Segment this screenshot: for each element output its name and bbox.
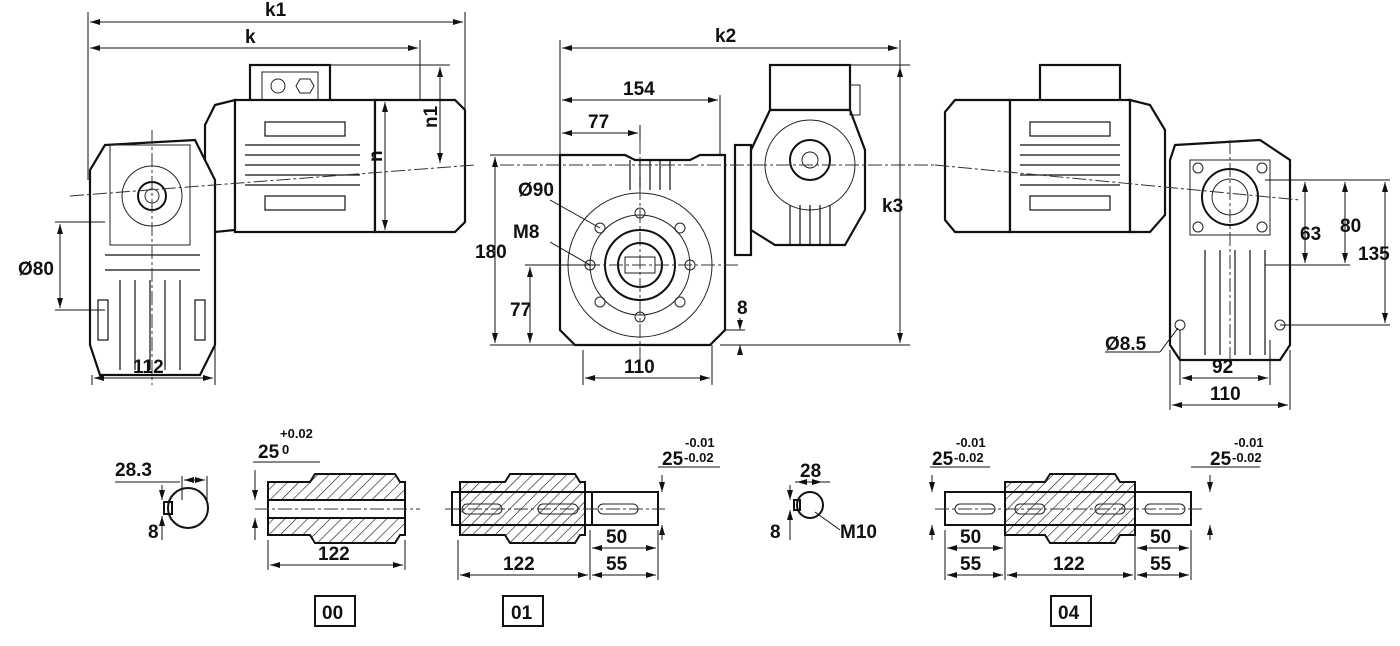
dim-shaft-diameter: Ø80	[18, 259, 54, 280]
front-view: k2 154 77 k3 180 77 8 110 Ø90 M8	[475, 26, 935, 385]
dim-hole-diameter: Ø8.5	[1105, 334, 1147, 355]
dim-length-00: 122	[318, 544, 350, 565]
shaft-details: 28.3 8 25 +0.02 0 122	[115, 426, 1264, 627]
dim-width-112: 112	[133, 357, 164, 378]
dim-key-28-3: 28.3	[115, 460, 152, 481]
motor-body-right	[1008, 98, 1132, 234]
dim-77-side: 77	[510, 300, 531, 321]
dim-n: n	[366, 150, 387, 162]
dim-key-28: 28	[800, 461, 821, 482]
dim-k: k	[245, 27, 256, 48]
dim-shaft04-left-tol-lower: -0.02	[954, 450, 984, 465]
left-side-view: k1 k n1 n Ø80 112	[18, 0, 476, 385]
keyway-section-left	[167, 487, 209, 529]
dim-key-04-right: 50	[1150, 527, 1171, 548]
gearbox-front	[558, 153, 727, 347]
dim-ext-04-right: 55	[1150, 554, 1172, 575]
dim-thread-m8: M8	[513, 222, 539, 243]
dim-length-04: 122	[1053, 554, 1085, 575]
keyway-section-right	[796, 491, 824, 519]
dim-shaft04-right-tol-upper: -0.01	[1234, 435, 1264, 450]
dim-key-01: 50	[606, 527, 627, 548]
dim-shaft01-tol-upper: -0.01	[685, 435, 715, 450]
dim-key-8-right: 8	[770, 522, 781, 543]
dim-77-top: 77	[588, 112, 609, 133]
dim-length-01: 122	[503, 554, 535, 575]
motor-fan-cover	[373, 98, 467, 234]
dim-bolt-circle: Ø90	[518, 180, 554, 201]
motor-flange-front	[733, 143, 753, 257]
dim-180: 180	[475, 242, 507, 263]
dim-ext-01: 55	[606, 554, 628, 575]
dim-8: 8	[737, 298, 748, 319]
dim-63: 63	[1300, 224, 1321, 245]
dim-bore-tol-upper: +0.02	[280, 426, 313, 441]
dim-bore-nominal: 25	[258, 442, 280, 463]
dim-92: 92	[1212, 357, 1233, 378]
motor-front	[749, 108, 867, 247]
dim-thread-m10: M10	[840, 522, 877, 543]
dim-ext-04-left: 55	[960, 554, 982, 575]
dim-shaft01-tol-lower: -0.02	[684, 450, 714, 465]
dim-80: 80	[1340, 216, 1361, 237]
terminal-box-front	[768, 63, 852, 112]
dim-shaft04-left-nominal: 25	[932, 449, 954, 470]
dim-110-right: 110	[1210, 384, 1241, 405]
dim-k2: k2	[715, 26, 736, 47]
dim-110-front: 110	[624, 357, 655, 378]
dim-shaft04-left-tol-upper: -0.01	[956, 435, 986, 450]
dim-n1: n1	[421, 105, 442, 128]
motor-body	[233, 98, 377, 234]
variant-label-00: 00	[322, 603, 343, 624]
dim-154: 154	[623, 79, 655, 100]
variant-label-01: 01	[511, 603, 533, 624]
dim-shaft04-right-tol-lower: -0.02	[1232, 450, 1262, 465]
variant-label-04: 04	[1058, 603, 1080, 624]
dim-bore-tol-lower: 0	[282, 442, 289, 457]
dim-key-04-left: 50	[960, 527, 981, 548]
terminal-box-right	[1038, 63, 1122, 105]
dim-135: 135	[1358, 244, 1390, 265]
dim-k3: k3	[882, 196, 903, 217]
dim-key-8-left: 8	[148, 522, 159, 543]
right-side-view: 63 80 135 Ø8.5 92 110	[934, 63, 1390, 410]
dim-shaft04-right-nominal: 25	[1210, 449, 1232, 470]
dim-shaft01-nominal: 25	[662, 449, 684, 470]
dim-k1: k1	[265, 0, 287, 21]
motor-fan-cover-right	[943, 98, 1012, 234]
